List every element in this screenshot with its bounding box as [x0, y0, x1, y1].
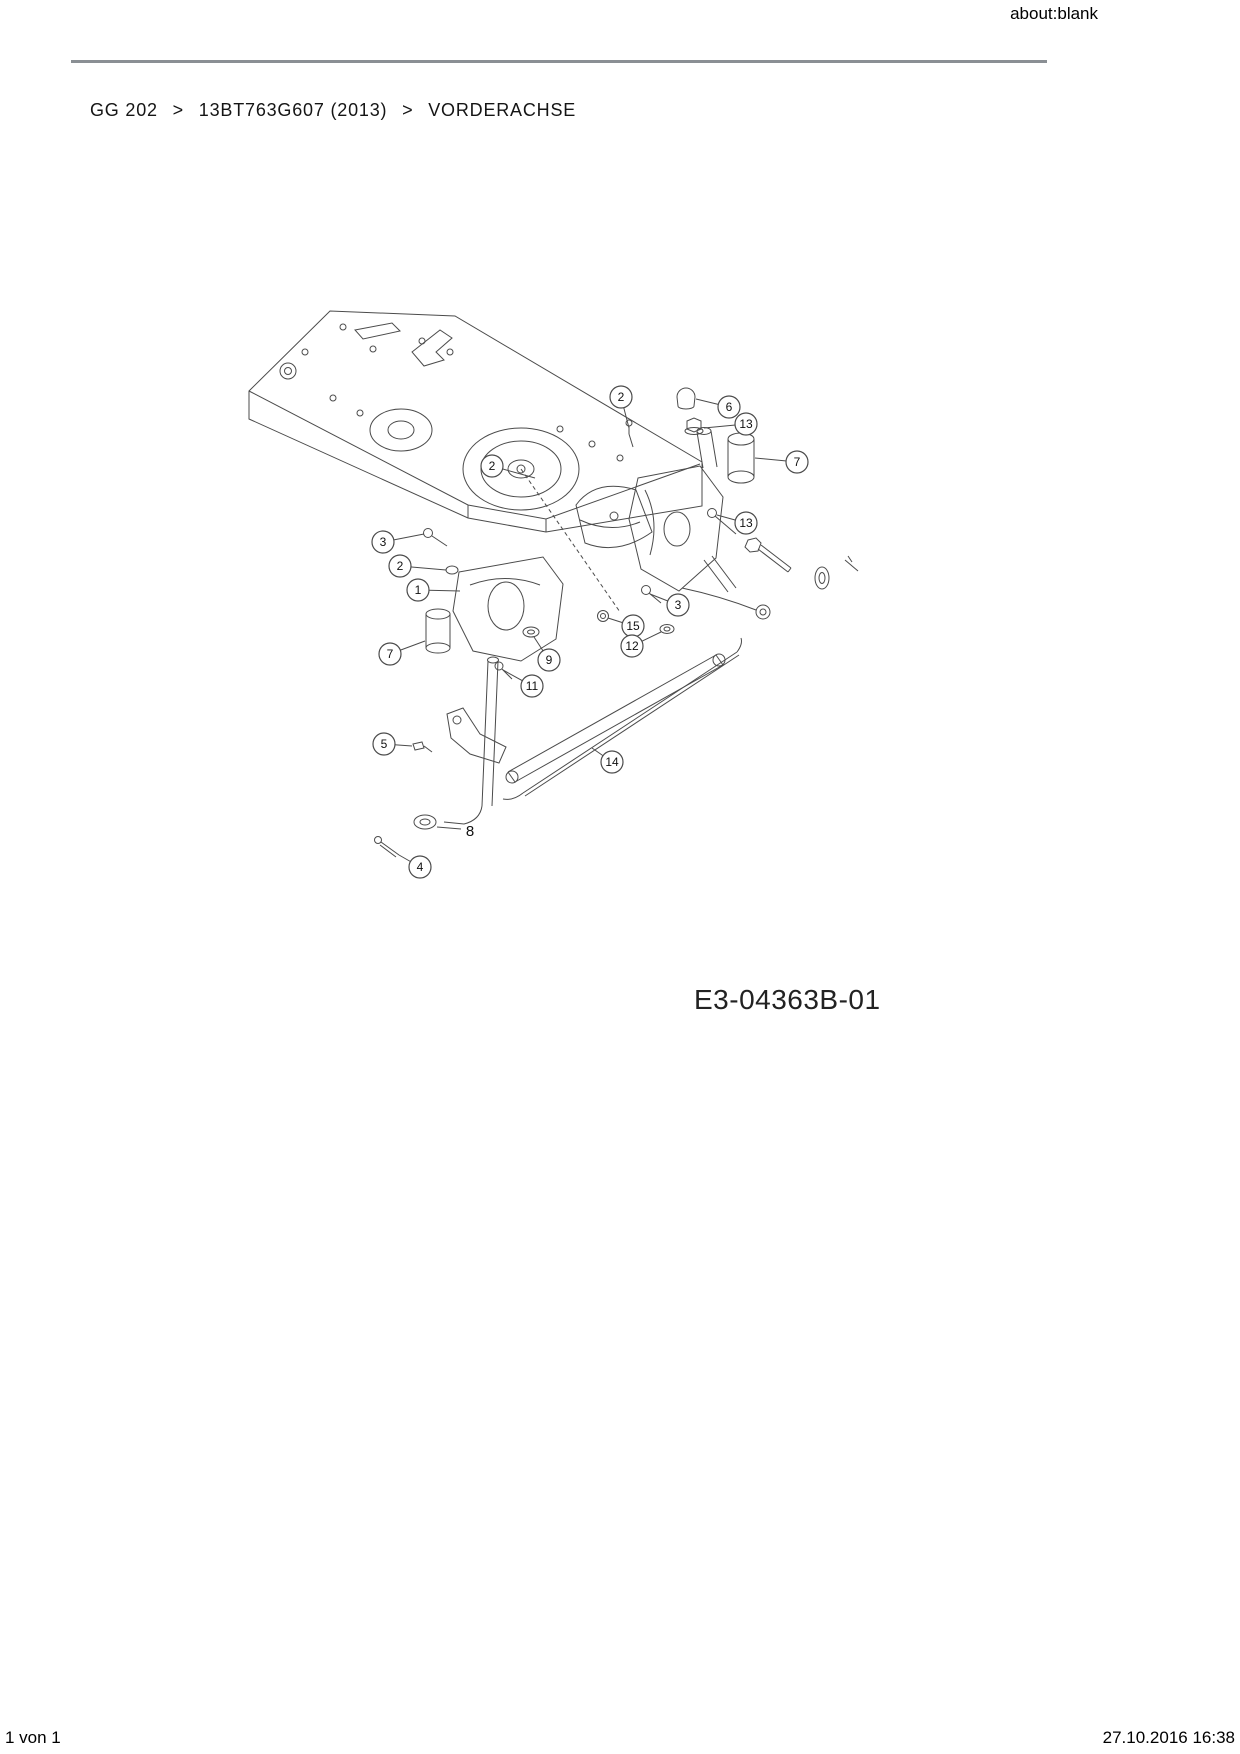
svg-text:15: 15 — [626, 619, 640, 633]
breadcrumb-item-assembly: VORDERACHSE — [428, 100, 577, 120]
svg-text:7: 7 — [387, 647, 394, 661]
callout-3: 3 — [649, 593, 690, 617]
callout-13: 13 — [716, 511, 758, 535]
callout-12: 12 — [620, 631, 662, 658]
svg-text:2: 2 — [618, 390, 625, 404]
header-divider-line — [71, 60, 1047, 63]
callout-5: 5 — [372, 732, 413, 756]
svg-text:9: 9 — [546, 653, 553, 667]
callout-7: 7 — [378, 640, 426, 666]
callout-1: 1 — [406, 578, 461, 602]
print-date-footer: 27.10.2016 16:38 — [1102, 1728, 1235, 1747]
svg-text:12: 12 — [625, 639, 639, 653]
callout-2: 2 — [388, 554, 447, 578]
svg-text:5: 5 — [381, 737, 388, 751]
svg-text:13: 13 — [739, 516, 753, 530]
svg-text:13: 13 — [739, 417, 753, 431]
breadcrumb-separator: > — [402, 100, 414, 120]
callout-13: 13 — [703, 412, 758, 436]
breadcrumb-separator: > — [172, 100, 184, 120]
svg-text:8: 8 — [466, 823, 474, 840]
svg-text:3: 3 — [675, 598, 682, 612]
svg-text:14: 14 — [605, 755, 619, 769]
callout-7: 7 — [754, 450, 809, 474]
callout-6: 6 — [695, 395, 741, 419]
page-number-footer: 1 von 1 — [5, 1728, 61, 1747]
callout-2: 2 — [480, 454, 536, 479]
svg-text:3: 3 — [380, 535, 387, 549]
svg-text:1: 1 — [415, 583, 422, 597]
drawing-number: E3-04363B-01 — [694, 984, 881, 1015]
svg-text:11: 11 — [526, 679, 539, 693]
breadcrumb-item-model: GG 202 — [90, 100, 158, 120]
svg-text:2: 2 — [489, 459, 496, 473]
callout-15: 15 — [607, 614, 645, 638]
breadcrumb-item-type: 13BT763G607 (2013) — [198, 100, 388, 120]
svg-text:7: 7 — [794, 455, 801, 469]
breadcrumb: GG 202 > 13BT763G607 (2013) > VORDERACHS… — [90, 100, 576, 121]
part-label-8: 8 — [436, 823, 474, 840]
callout-9: 9 — [533, 636, 561, 672]
callout-14: 14 — [591, 747, 624, 774]
page-header-url: about:blank — [1010, 4, 1098, 23]
svg-text:4: 4 — [417, 860, 424, 874]
drawing-lines — [248, 310, 859, 858]
svg-text:2: 2 — [397, 559, 404, 573]
svg-text:6: 6 — [726, 400, 733, 414]
callout-2: 2 — [609, 385, 633, 429]
callout-11: 11 — [502, 669, 544, 698]
callout-4: 4 — [398, 854, 432, 879]
callout-3: 3 — [371, 530, 425, 554]
